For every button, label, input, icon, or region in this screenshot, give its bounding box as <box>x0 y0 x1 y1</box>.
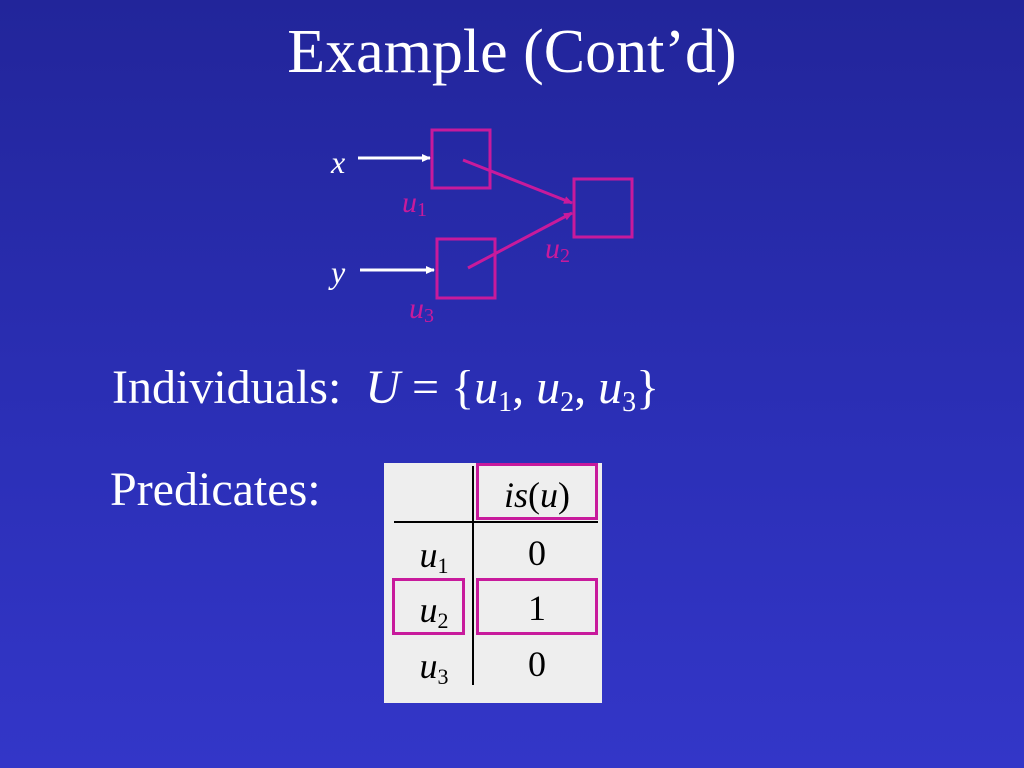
individuals-line: Individuals: U = {u1, u2, u3} <box>112 361 660 418</box>
input-y-label: y <box>331 254 346 290</box>
edge-u1-to-u2 <box>462 158 573 205</box>
table-grid-lines <box>394 466 598 685</box>
node-u3-label: u3 <box>409 292 434 327</box>
slide-title: Example (Cont’d) <box>287 18 737 86</box>
table-row-u3-value: 0 <box>528 644 546 684</box>
edge-u3-to-u2 <box>467 211 573 270</box>
table-header-is-u: is(u) <box>503 475 570 515</box>
universe-symbol: U <box>365 361 400 414</box>
node-u2-box <box>572 177 634 239</box>
individuals-label: Individuals: <box>112 361 342 414</box>
table-row-u2-value: 1 <box>528 588 546 628</box>
predicates-label: Predicates: <box>110 463 321 516</box>
node-u2-label: u2 <box>545 232 570 267</box>
input-x-label: x <box>331 144 346 180</box>
highlight-header-is-u <box>476 463 598 520</box>
node-u1-box <box>430 128 492 190</box>
node-u3-box <box>435 237 497 300</box>
node-u1-label: u1 <box>402 186 427 221</box>
table-row-u3-label: u3 <box>419 646 449 689</box>
highlight-row-u2-label <box>392 578 465 635</box>
highlight-row-u2-value <box>476 578 598 635</box>
table-row-u1-value: 0 <box>528 533 546 573</box>
table-row-u2-label: u2 <box>419 590 449 633</box>
predicate-table: is(u) u1 0 u2 1 u3 0 <box>384 463 602 703</box>
table-row-u1-label: u1 <box>419 535 449 578</box>
